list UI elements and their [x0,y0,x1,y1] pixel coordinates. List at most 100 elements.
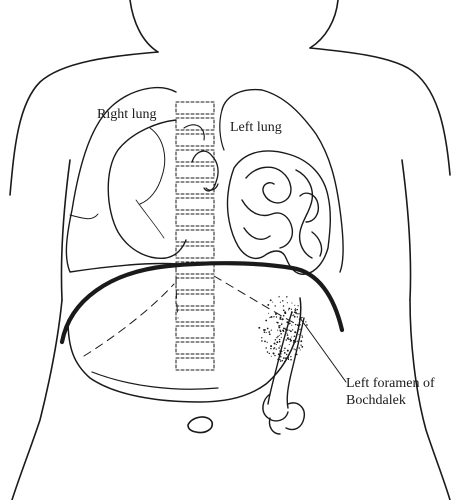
stipple-dot [275,348,277,350]
foramen-pointer [299,317,347,383]
liver-lower-edge [91,371,219,390]
stipple-dot [297,329,299,332]
bowel-coil-3 [268,417,281,435]
stipple-dot [275,344,277,346]
stipple-dot [278,340,281,343]
stipple-dot [289,338,292,341]
vessel-branch [183,124,205,141]
stipple-dot [297,305,299,307]
stipple-dot [290,356,292,358]
stipple-dot [261,340,263,342]
left-lung-outline [221,88,344,273]
stipple-dot [278,296,280,298]
heart-outline [107,119,187,259]
stipple-dot [294,307,297,310]
dashed-line-left [83,283,175,357]
stipple-dot [291,324,293,326]
vertebra-9 [175,229,215,243]
vessel-segment [205,183,219,191]
stipple-dot [293,315,296,318]
stipple-dot [284,347,286,350]
neck-right [309,0,339,49]
stipple-dot [274,305,276,307]
stipple-dot [300,344,302,346]
stipple-dot [265,332,267,334]
stipple-dot [268,352,271,355]
stipple-dot [306,324,308,326]
stipple-dot [281,318,284,321]
bowel-loop-6 [311,231,323,257]
stipple-dot [279,360,282,362]
stipple-dot [290,308,293,310]
bowel-loop-5 [243,227,271,240]
stipple-dot [285,339,288,341]
stipple-dot [288,343,290,346]
stipple-dot [282,305,285,307]
vertebra-5 [175,165,215,179]
stipple-dot [273,342,276,345]
stipple-dot [293,348,295,350]
stipple-dot [289,322,291,325]
stipple-dot [289,341,291,342]
stipple-dot [269,316,271,319]
stipple-dot [268,331,271,333]
vertebra-1 [175,101,215,115]
heart-shading-line [135,199,165,239]
stipple-dot [268,333,271,336]
stipple-dot [289,329,291,331]
stipple-dot [270,329,272,331]
label-foramen-line2: Bochdalek [346,393,406,408]
navel [187,416,214,434]
vertebra-7 [175,197,215,211]
waist-right [409,299,451,500]
stipple-dot [273,316,275,318]
stipple-dot [261,337,263,339]
stipple-dot [263,331,266,333]
stipple-dot [293,314,295,316]
stipple-dot [299,328,301,330]
stipple-dot [285,353,288,356]
vertebra-13 [175,293,215,307]
stipple-dot [294,341,297,343]
stipple-dot [258,326,261,329]
stipple-dot [291,329,294,331]
vertebra-16 [175,341,215,355]
stipple-dot [291,315,293,317]
stipple-dot [286,334,289,336]
stipple-dot [264,340,266,343]
dashed-line-mid [175,261,179,319]
stipple-dot [294,309,297,312]
vertebra-6 [175,181,215,195]
bowel-loop-2 [241,199,294,249]
stipple-dot [279,317,282,320]
stipple-dot [279,358,281,361]
stipple-dot [279,316,282,319]
stipple-dot [288,307,291,310]
stipple-dot [273,347,276,349]
vertebra-14 [175,309,215,323]
stipple-dot [283,352,286,354]
stipple-dot [290,336,292,338]
bowel-loop-3 [295,169,314,259]
stipple-dot [298,334,300,336]
stipple-dot [293,335,296,337]
left-lung-medial-border [219,109,225,151]
stipple-dot [282,314,285,317]
stipple-dot [279,329,281,331]
stipple-dot [294,323,297,326]
stipple-dot [286,329,289,331]
stipple-dot [296,340,298,342]
foramen-stipple [258,296,308,363]
stipple-dot [294,349,296,351]
stipple-dot [284,360,286,363]
stipple-dot [282,329,285,332]
stipple-dot [267,303,270,306]
stipple-dot [294,304,296,306]
stipple-dot [266,327,269,330]
stipple-dot [296,308,298,311]
stipple-dot [265,347,267,349]
stipple-dot [284,327,286,330]
stipple-dot [274,354,276,357]
stipple-dot [282,357,285,359]
